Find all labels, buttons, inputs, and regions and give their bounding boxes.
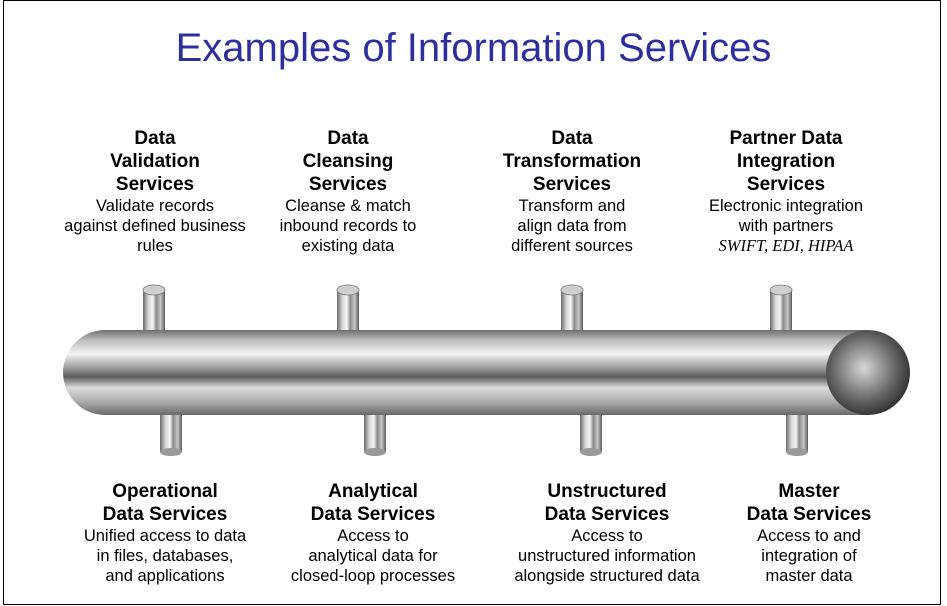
service-description: Access to analytical data for closed-loo… xyxy=(290,527,456,585)
service-description: Access to unstructured information along… xyxy=(514,527,700,585)
pipe-opening xyxy=(826,330,910,415)
service-unstructured-data: Unstructured Data Services Access to uns… xyxy=(492,480,722,586)
service-master-data: Master Data Services Access to and integ… xyxy=(704,480,914,586)
service-description: Validate records against defined busines… xyxy=(64,197,246,255)
slide-title: Examples of Information Services xyxy=(175,26,772,70)
service-data-cleansing: Data Cleansing Services Cleanse & match … xyxy=(243,127,453,256)
pipe xyxy=(63,330,910,415)
service-heading: Data Transformation Services xyxy=(502,128,642,195)
slide-frame xyxy=(3,0,941,605)
service-heading: Analytical Data Services xyxy=(310,481,436,525)
service-heading: Unstructured Data Services xyxy=(544,481,670,525)
service-description: Transform and align data from different … xyxy=(511,197,633,255)
service-description: Cleanse & match inbound records to exist… xyxy=(279,197,417,255)
service-description: Access to and integration of master data xyxy=(757,527,861,585)
service-analytical-data: Analytical Data Services Access to analy… xyxy=(268,480,478,586)
service-partner-data-integration: Partner Data Integration Services Electr… xyxy=(671,127,901,256)
service-data-transformation: Data Transformation Services Transform a… xyxy=(467,127,677,256)
service-heading: Partner Data Integration Services xyxy=(729,128,843,195)
service-heading: Master Data Services xyxy=(746,481,872,525)
service-heading: Operational Data Services xyxy=(102,481,228,525)
partner-standards: SWIFT, EDI, HIPAA xyxy=(718,236,854,255)
service-operational-data: Operational Data Services Unified access… xyxy=(60,480,270,586)
service-data-validation: Data Validation Services Validate record… xyxy=(50,127,260,256)
service-description: Unified access to data in files, databas… xyxy=(83,527,247,585)
service-heading: Data Validation Services xyxy=(110,128,200,195)
service-heading: Data Cleansing Services xyxy=(302,128,394,195)
service-description: Electronic integration with partners xyxy=(708,197,864,235)
